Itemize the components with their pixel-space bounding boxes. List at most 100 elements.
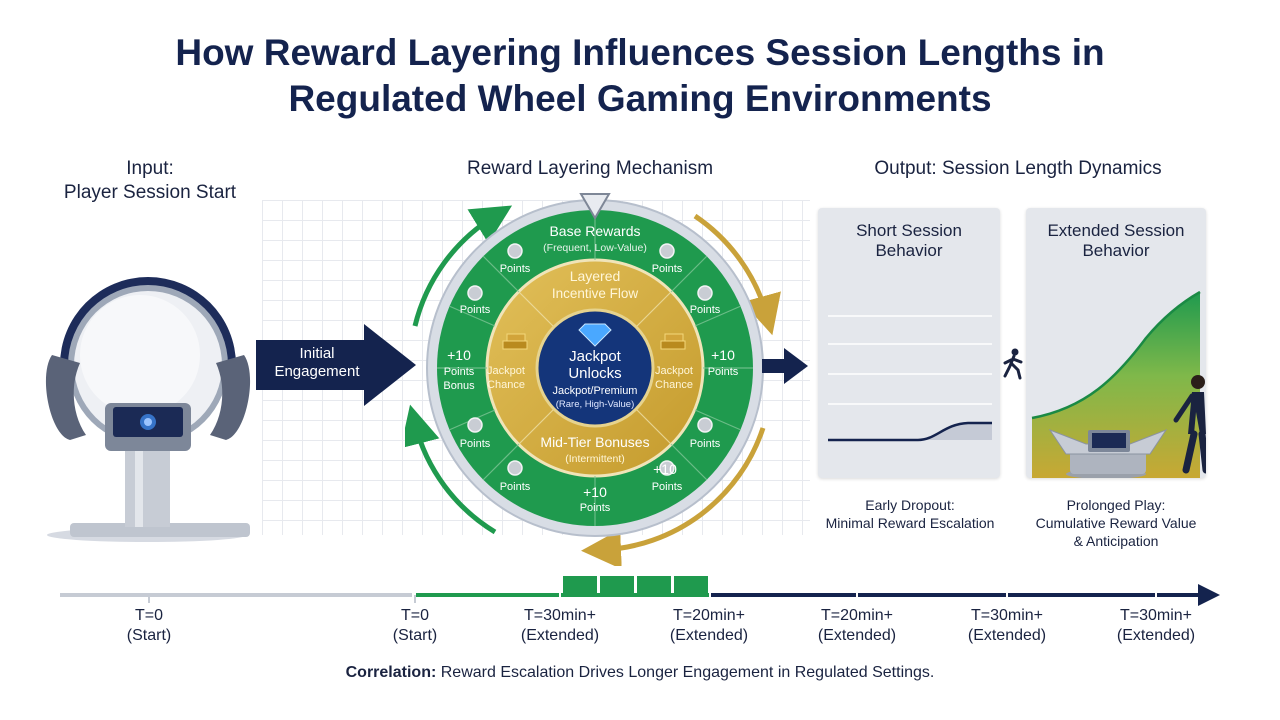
coin-icon bbox=[659, 243, 675, 259]
timeline-time: T=30min+ bbox=[1119, 607, 1193, 624]
correlation-footer: Correlation: Reward Escalation Drives Lo… bbox=[0, 664, 1280, 682]
extended-session-caption-line-3: & Anticipation bbox=[1073, 533, 1159, 549]
timeline-label: T=20min+ (Extended) bbox=[802, 606, 912, 646]
wheel-pointer-icon bbox=[579, 193, 611, 220]
short-session-caption-line-2: Minimal Reward Escalation bbox=[825, 515, 995, 531]
coin-icon bbox=[467, 285, 483, 301]
timeline-label: T=0 (Start) bbox=[94, 606, 204, 646]
points-label: Points bbox=[652, 263, 683, 275]
diamond-icon bbox=[578, 323, 612, 347]
coin-icon bbox=[659, 460, 675, 476]
short-session-caption: Early Dropout: Minimal Reward Escalation bbox=[810, 496, 1010, 532]
points-label: Points bbox=[460, 304, 491, 316]
extended-session-title: Extended Session Behavior bbox=[1026, 221, 1206, 261]
timeline-note: (Extended) bbox=[1116, 627, 1196, 644]
coin-icon bbox=[507, 243, 523, 259]
timeline-label: T=30min+ (Extended) bbox=[1101, 606, 1211, 646]
jackpot-chance-left-line-2: Chance bbox=[487, 379, 525, 391]
coin-icon bbox=[467, 417, 483, 433]
initial-engagement-line-1: Initial bbox=[299, 345, 335, 362]
timeline-time: T=0 bbox=[134, 607, 163, 624]
initial-engagement-label: Initial Engagement bbox=[262, 345, 372, 381]
points-label: Points bbox=[460, 438, 491, 450]
timeline-note: (Extended) bbox=[817, 627, 897, 644]
jackpot-center-line-1: Jackpot bbox=[569, 348, 622, 365]
timeline-progress-block bbox=[600, 576, 634, 594]
title-line-1: How Reward Layering Influences Session L… bbox=[175, 32, 1105, 73]
jackpot-chance-right-line-1: Jackpot bbox=[655, 365, 693, 377]
layered-flow-line-2: Incentive Flow bbox=[552, 286, 639, 301]
timeline-arrowhead-icon bbox=[1198, 584, 1220, 606]
extended-session-caption-line-2: Cumulative Reward Value bbox=[1035, 515, 1197, 531]
timeline-time: T=20min+ bbox=[820, 607, 894, 624]
short-session-title-line-1: Short Session bbox=[856, 221, 962, 240]
jackpot-center-line-4: (Rare, High-Value) bbox=[556, 399, 635, 410]
timeline-label: T=0 (Start) bbox=[360, 606, 470, 646]
points-bonus-line-1: Points bbox=[444, 366, 475, 378]
input-heading: Input: Player Session Start bbox=[40, 157, 260, 205]
plus10-label: +10 bbox=[711, 347, 735, 363]
mechanism-heading: Reward Layering Mechanism bbox=[466, 158, 714, 179]
flow-arrow-bottom-left bbox=[405, 404, 497, 535]
short-session-chart bbox=[828, 315, 992, 442]
points-label: Points bbox=[690, 438, 721, 450]
timeline-note: (Start) bbox=[392, 627, 438, 644]
input-heading-line-2: Player Session Start bbox=[63, 182, 237, 203]
extended-session-caption-line-1: Prolonged Play: bbox=[1066, 497, 1166, 513]
input-heading-line-1: Input: bbox=[126, 158, 174, 179]
runner-icon bbox=[1003, 348, 1023, 380]
timeline-note: (Extended) bbox=[967, 627, 1047, 644]
timeline-note: (Extended) bbox=[669, 627, 749, 644]
plus10-label: +10 bbox=[653, 461, 677, 477]
timeline-progress-block bbox=[563, 576, 597, 594]
jackpot-chance-right-line-2: Chance bbox=[655, 379, 693, 391]
session-timeline bbox=[60, 576, 1220, 606]
wheel-machine-illustration bbox=[45, 277, 251, 542]
points-label: Points bbox=[500, 263, 531, 275]
coin-icon bbox=[507, 460, 523, 476]
points-bonus-line-2: Bonus bbox=[443, 380, 475, 392]
extended-session-caption: Prolonged Play: Cumulative Reward Value … bbox=[1016, 496, 1216, 550]
points-label: Points bbox=[500, 481, 531, 493]
jackpot-chance-left-line-1: Jackpot bbox=[487, 365, 525, 377]
gold-bars-icon bbox=[660, 333, 686, 350]
flow-arrow-bottom-right bbox=[581, 427, 766, 566]
layered-flow-line-1: Layered bbox=[570, 268, 621, 284]
points-label: Points bbox=[708, 366, 739, 378]
footer-bold-label: Correlation: bbox=[345, 664, 437, 681]
base-rewards-title: Base Rewards bbox=[549, 223, 640, 239]
short-session-caption-line-1: Early Dropout: bbox=[865, 497, 955, 513]
flow-arrow-top-left bbox=[412, 205, 513, 327]
timeline-label: T=30min+ (Extended) bbox=[505, 606, 615, 646]
timeline-note: (Start) bbox=[126, 627, 172, 644]
timeline-note: (Extended) bbox=[520, 627, 600, 644]
points-label: Points bbox=[652, 481, 683, 493]
mid-tier-subtitle: (Intermittent) bbox=[565, 453, 625, 465]
initial-engagement-arrow bbox=[256, 324, 416, 406]
timeline-progress-block bbox=[637, 576, 671, 594]
output-heading: Output: Session Length Dynamics bbox=[874, 158, 1162, 179]
page-title: How Reward Layering Influences Session L… bbox=[0, 30, 1280, 122]
jackpot-center-line-2: Unlocks bbox=[568, 365, 621, 382]
flow-arrow-top-right bbox=[693, 213, 781, 336]
mid-tier-title: Mid-Tier Bonuses bbox=[540, 434, 649, 450]
footer-text: Reward Escalation Drives Longer Engageme… bbox=[436, 664, 935, 681]
coin-icon bbox=[697, 417, 713, 433]
jackpot-center-line-3: Jackpot/Premium bbox=[553, 385, 638, 397]
extended-session-title-line-2: Behavior bbox=[1082, 241, 1150, 260]
plus10-label: +10 bbox=[583, 484, 607, 500]
base-rewards-subtitle: (Frequent, Low-Value) bbox=[543, 242, 647, 254]
short-session-title-line-2: Behavior bbox=[875, 241, 943, 260]
timeline-time: T=30min+ bbox=[970, 607, 1044, 624]
plus10-label: +10 bbox=[447, 347, 471, 363]
extended-session-title-line-1: Extended Session bbox=[1047, 221, 1185, 240]
timeline-label: T=30min+ (Extended) bbox=[952, 606, 1062, 646]
gold-bars-icon bbox=[502, 333, 528, 350]
timeline-time: T=0 bbox=[400, 607, 429, 624]
initial-engagement-line-2: Engagement bbox=[274, 363, 360, 380]
timeline-progress-block bbox=[674, 576, 708, 594]
points-label: Points bbox=[580, 502, 611, 514]
timeline-time: T=20min+ bbox=[672, 607, 746, 624]
output-arrow bbox=[762, 348, 808, 384]
points-label: Points bbox=[690, 304, 721, 316]
